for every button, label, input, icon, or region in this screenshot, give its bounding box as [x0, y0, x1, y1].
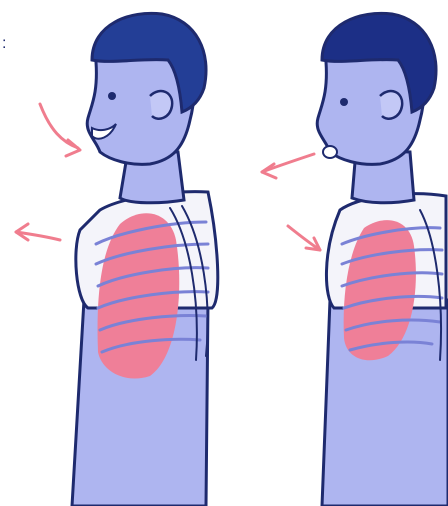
- mouth: [323, 146, 337, 158]
- figure-exhale: [262, 13, 448, 506]
- ear: [150, 91, 172, 119]
- eye: [108, 92, 116, 100]
- breath-in-arrow: [40, 104, 78, 148]
- ear: [380, 91, 402, 119]
- breath-out-arrow: [262, 154, 314, 172]
- eye: [340, 98, 348, 106]
- figure-inhale: [16, 13, 218, 506]
